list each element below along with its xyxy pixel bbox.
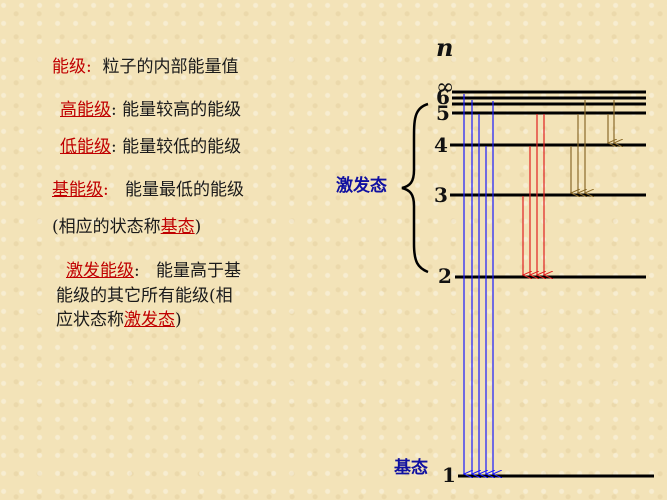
ground-note-open: (相应的状态称	[52, 217, 161, 237]
ground-note-close: )	[194, 217, 202, 237]
desc-energy-level: 粒子的内部能量值	[102, 57, 239, 77]
sep: :	[111, 137, 117, 157]
excited-state-label: 激发态	[336, 175, 387, 196]
infinity-label: ∞	[436, 75, 454, 100]
level-number-1: 1	[442, 463, 456, 487]
sep: :	[103, 180, 109, 200]
excited-brace	[401, 102, 429, 274]
sep: :	[86, 57, 92, 77]
term-high-level: 高能级	[60, 100, 111, 120]
level-number-5: 5	[436, 101, 450, 125]
excited-state-term: 激发态	[124, 310, 175, 330]
desc-high-level: 能量较高的能级	[122, 100, 242, 120]
term-low-level: 低能级	[60, 137, 111, 157]
level-number-6: 6	[436, 85, 450, 109]
def-high-level: 高能级: 能量较高的能级	[60, 95, 241, 120]
desc-ground-level: 能量最低的能级	[124, 180, 244, 200]
sep: :	[111, 100, 117, 120]
def-energy-level: 能级: 粒子的内部能量值	[52, 52, 239, 77]
excited-line1: 能量高于基	[155, 261, 241, 281]
ground-state-label: 基态	[393, 457, 428, 478]
excited-line3: 应状态称激发态)	[56, 305, 182, 330]
desc-low-level: 能量较低的能级	[122, 137, 242, 157]
level-number-4: 4	[434, 133, 448, 157]
def-ground-level: 基能级: 能量最低的能级	[52, 175, 244, 200]
term-ground-level: 基能级	[52, 180, 103, 200]
level-number-3: 3	[434, 183, 448, 207]
def-low-level: 低能级: 能量较低的能级	[60, 132, 241, 157]
n-label: n	[436, 33, 453, 62]
term-energy-level: 能级	[52, 57, 86, 77]
excited-line3-post: )	[175, 310, 182, 330]
def-excited-level: 激发能级: 能量高于基	[66, 256, 241, 281]
ground-state-note: (相应的状态称基态)	[52, 212, 201, 237]
level-number-2: 2	[438, 264, 452, 288]
excited-line2: 能级的其它所有能级(相	[56, 286, 233, 306]
sep: :	[134, 261, 140, 281]
ground-state-term: 基态	[160, 217, 195, 237]
excited-line3-pre: 应状态称	[56, 310, 124, 330]
term-excited-level: 激发能级	[66, 261, 134, 281]
